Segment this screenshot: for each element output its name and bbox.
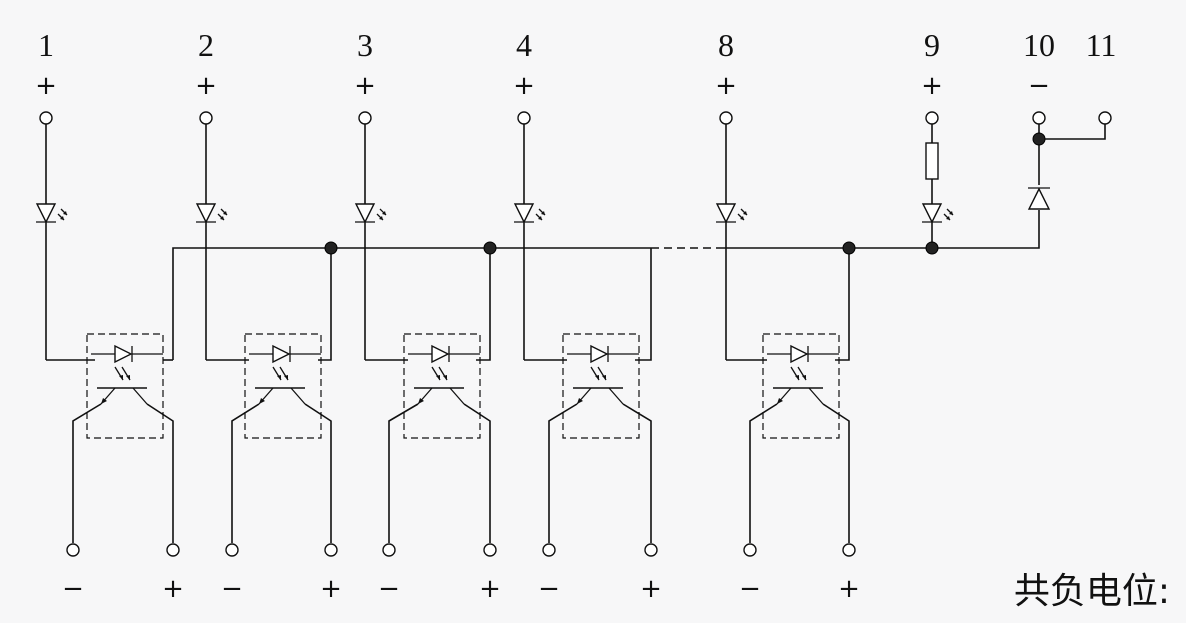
terminal-3-pin [358, 111, 372, 125]
output-3-plus-label: + [479, 574, 501, 604]
terminal-8-number: 8 [718, 27, 734, 63]
output-3-minus-pin [382, 543, 396, 557]
led-4-icon [513, 203, 546, 223]
output-2-plus-pin [324, 543, 338, 557]
led-9-icon [921, 203, 954, 223]
output-4-plus-label: + [640, 574, 662, 604]
terminal-11-pin [1098, 111, 1112, 125]
optocoupler-2-icon [244, 333, 322, 439]
top-terminals [39, 111, 1112, 125]
output-4-minus-pin [542, 543, 556, 557]
led-2-icon [195, 203, 228, 223]
output-1-plus-pin [166, 543, 180, 557]
terminal-8-pin [719, 111, 733, 125]
terminal-10-pin [1032, 111, 1046, 125]
channel-4 [513, 124, 652, 543]
terminal-9-number: 9 [924, 27, 940, 63]
optocoupler-8-icon [762, 333, 840, 439]
led-1-icon [35, 203, 68, 223]
terminal-2-number: 2 [198, 27, 214, 63]
terminal-9-polarity: + [921, 71, 943, 101]
output-3-plus-pin [483, 543, 497, 557]
terminal-8-polarity: + [715, 71, 737, 101]
led-8-icon [715, 203, 748, 223]
output-8-plus-pin [842, 543, 856, 557]
terminal-4-number: 4 [516, 27, 532, 63]
terminal-3-number: 3 [357, 27, 373, 63]
terminal-9-pin [925, 111, 939, 125]
output-8-plus-label: + [838, 574, 860, 604]
terminal-1-number: 1 [38, 27, 54, 63]
indicator-branch-9 [921, 124, 954, 248]
junction-dot [324, 241, 338, 255]
junction-dot [842, 241, 856, 255]
output-4-plus-pin [644, 543, 658, 557]
optocoupler-1-icon [86, 333, 164, 439]
common-bus [172, 210, 1040, 360]
junction-dot [483, 241, 497, 255]
output-2-plus-label: + [320, 574, 342, 604]
terminal-1-polarity: + [35, 71, 57, 101]
junctions [324, 132, 1046, 255]
led-3-icon [354, 203, 387, 223]
output-8-minus-label: − [739, 574, 761, 604]
optocoupler-4-icon [562, 333, 640, 439]
terminal-4-pin [517, 111, 531, 125]
top-terminal-labels: 1 2 3 4 8 9 10 11 + + + + + + − [35, 27, 1116, 101]
output-1-minus-label: − [62, 574, 84, 604]
output-2-minus-pin [225, 543, 239, 557]
output-2-minus-label: − [221, 574, 243, 604]
terminal-2-pin [199, 111, 213, 125]
output-4-minus-label: − [538, 574, 560, 604]
channel-2 [195, 124, 332, 543]
diode-icon [1027, 187, 1051, 210]
terminal-10-number: 10 [1023, 27, 1055, 63]
output-3-minus-label: − [378, 574, 400, 604]
terminal-10-polarity: − [1028, 71, 1050, 101]
channel-1 [35, 124, 174, 543]
output-1-minus-pin [66, 543, 80, 557]
junction-dot [1032, 132, 1046, 146]
resistor-icon [925, 142, 939, 180]
channel-3 [354, 124, 491, 543]
optocoupler-3-icon [403, 333, 481, 439]
channel-8 [715, 124, 850, 543]
terminal-4-polarity: + [513, 71, 535, 101]
output-terminals: − + − + − + − + − + [62, 543, 860, 604]
junction-dot [925, 241, 939, 255]
terminal-3-polarity: + [354, 71, 376, 101]
output-1-plus-label: + [162, 574, 184, 604]
caption: 共负电位: [1014, 571, 1170, 612]
output-8-minus-pin [743, 543, 757, 557]
terminal-2-polarity: + [195, 71, 217, 101]
terminal-11-number: 11 [1086, 27, 1117, 63]
terminal-1-pin [39, 111, 53, 125]
